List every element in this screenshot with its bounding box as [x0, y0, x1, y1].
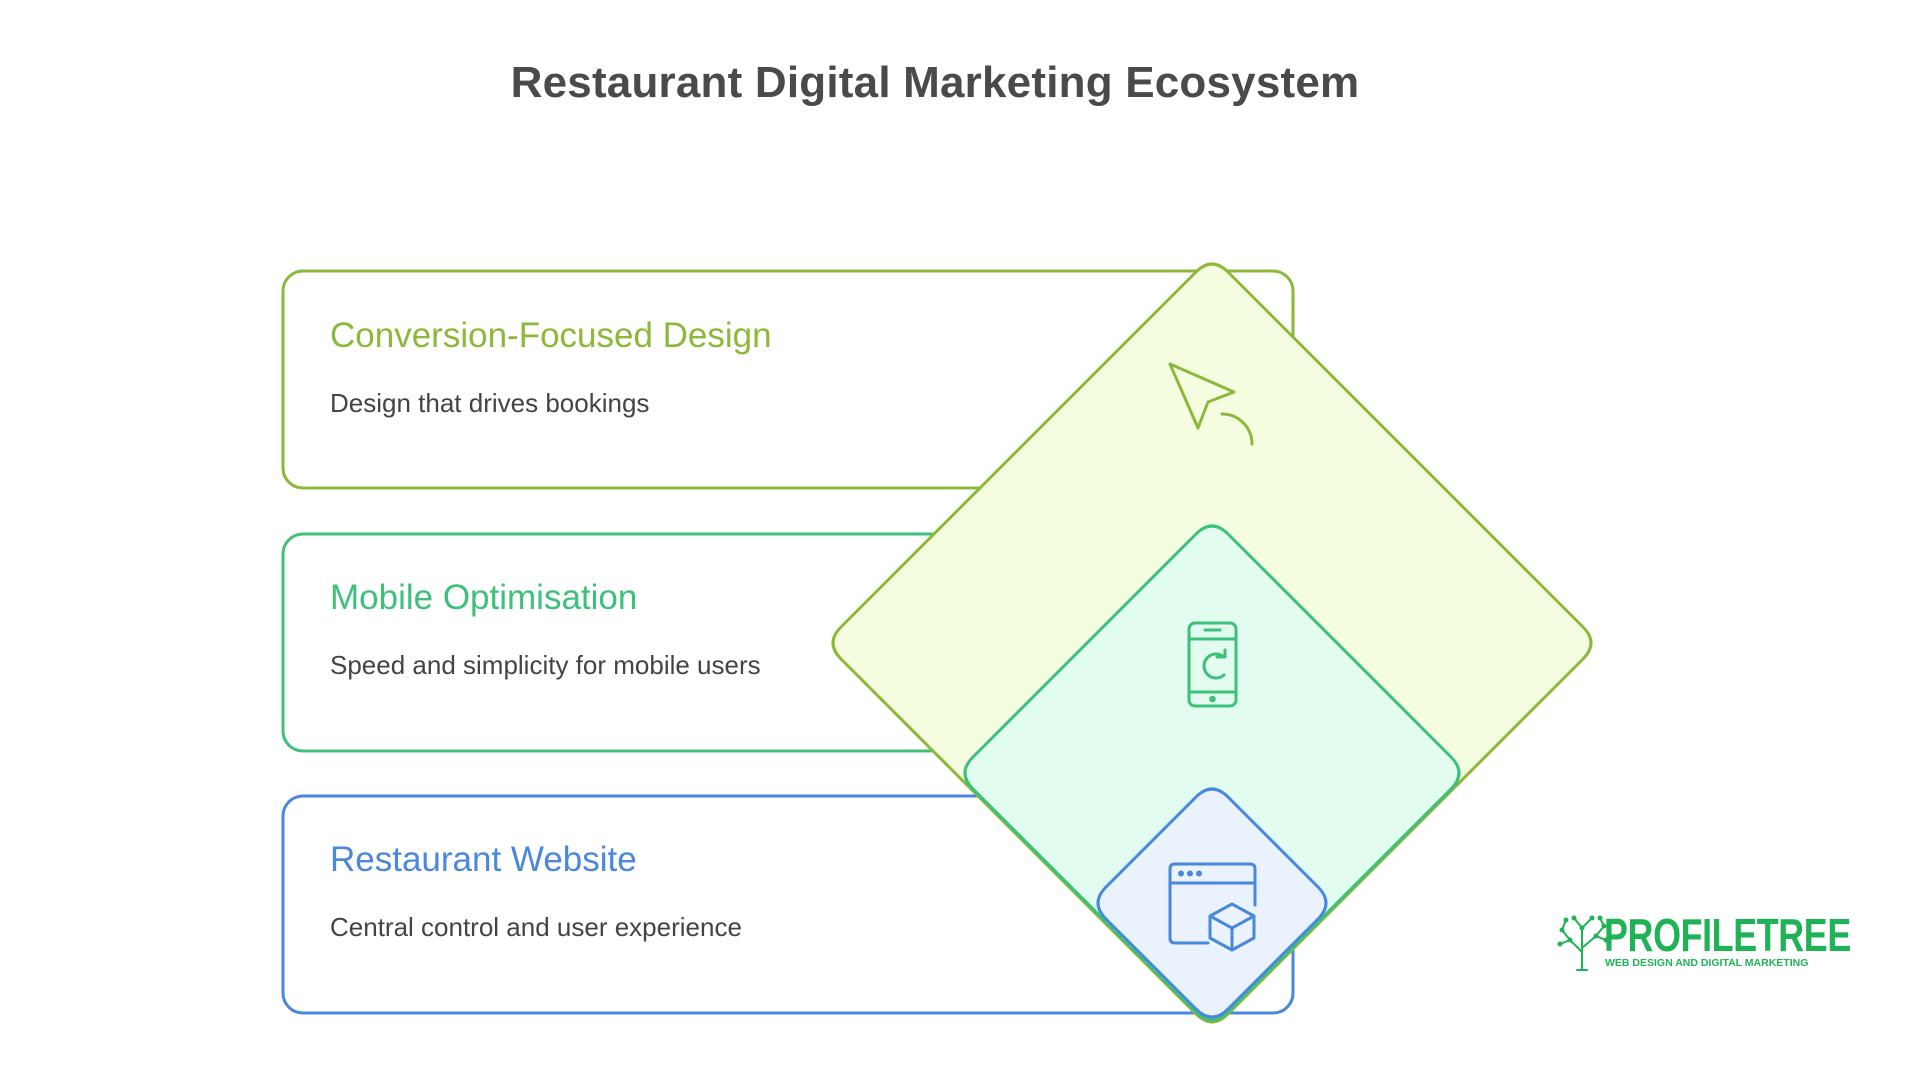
logo-name: PROFILETREE	[1604, 909, 1851, 961]
heading-restaurant-website: Restaurant Website	[330, 840, 637, 879]
cursor-click-icon	[1168, 362, 1254, 446]
description-restaurant-website: Central control and user experience	[330, 912, 742, 942]
heading-conversion-focused-design: Conversion-Focused Design	[330, 316, 772, 355]
heading-mobile-optimisation: Mobile Optimisation	[330, 578, 638, 617]
diagram-title: Restaurant Digital Marketing Ecosystem	[510, 58, 1360, 107]
profiletree-tree-icon	[1557, 915, 1609, 971]
description-conversion-focused-design: Design that drives bookings	[330, 388, 650, 418]
diamond-restaurant-website	[1096, 787, 1328, 1019]
diamond-mobile-optimisation	[963, 524, 1461, 1022]
mobile-refresh-icon	[1187, 621, 1238, 708]
description-mobile-optimisation: Speed and simplicity for mobile users	[330, 650, 761, 680]
logo-tagline: WEB DESIGN AND DIGITAL MARKETING	[1605, 957, 1809, 969]
browser-cube-icon	[1168, 862, 1257, 952]
profiletree-logo: PROFILETREE WEB DESIGN AND DIGITAL MARKE…	[1548, 906, 1851, 976]
